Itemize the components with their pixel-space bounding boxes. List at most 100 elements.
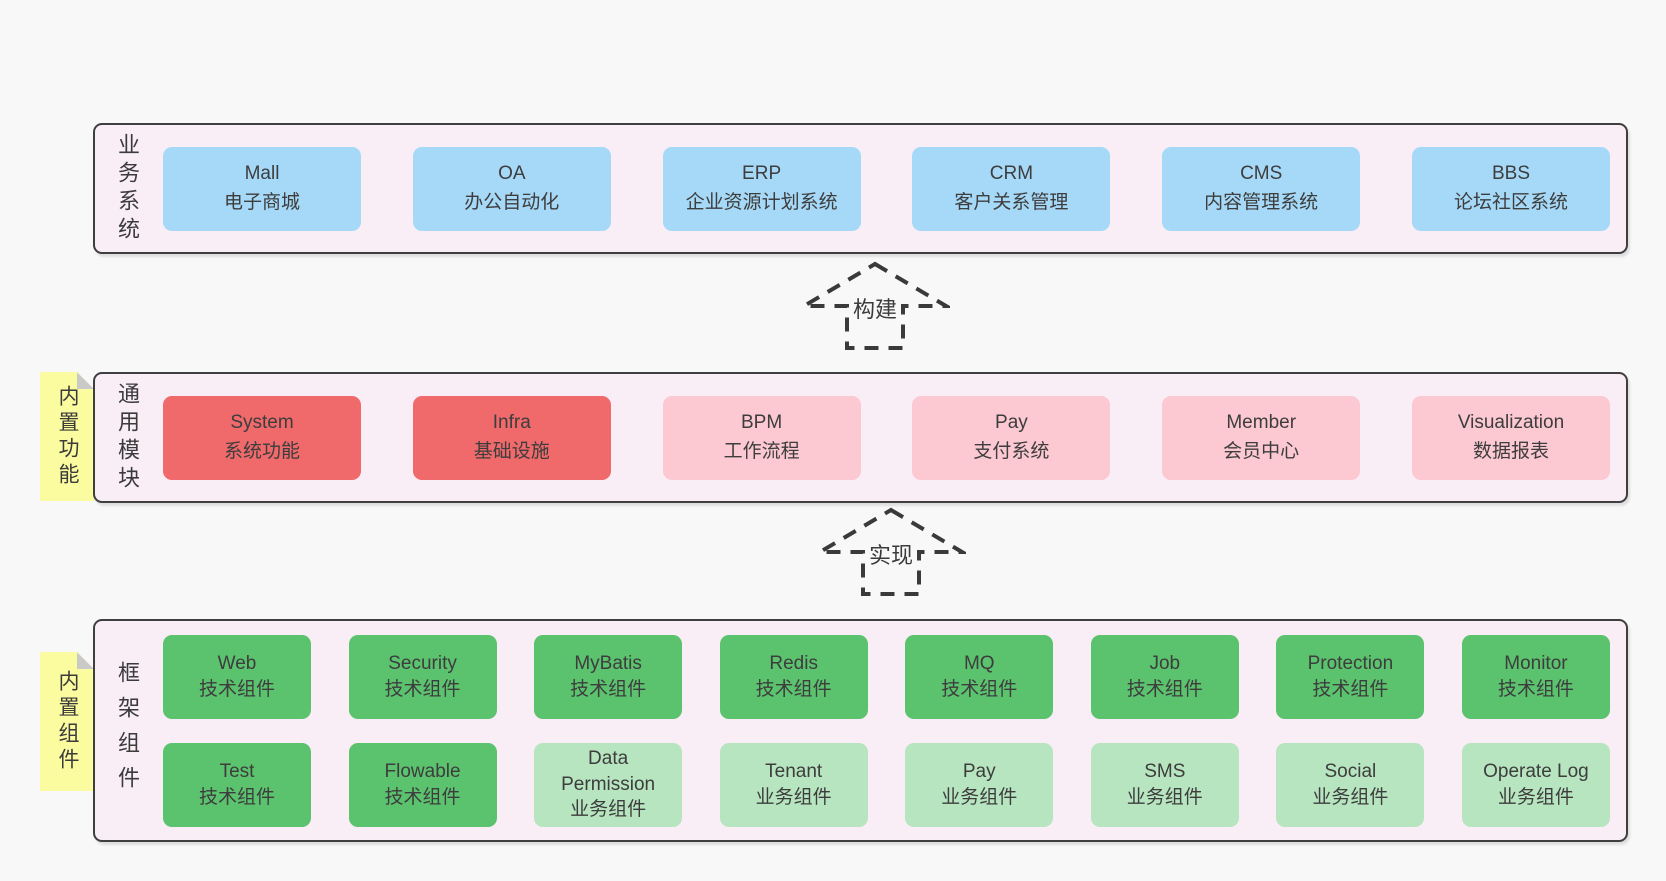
box-subtitle: 数据报表 — [1472, 440, 1549, 462]
arrow-implement: 实现 — [816, 505, 966, 597]
box-subtitle: 技术组件 — [198, 786, 275, 808]
box-title: Redis — [769, 652, 818, 674]
box-crm: CRM 客户关系管理 — [912, 146, 1111, 231]
box-cms: CMS 内容管理系统 — [1162, 146, 1361, 231]
box-subtitle: 技术组件 — [1497, 678, 1574, 700]
business-boxes-row: Mall 电子商城 OA 办公自动化 ERP 企业资源计划系统 CRM 客户关系… — [143, 146, 1626, 231]
arrow-implement-label: 实现 — [864, 538, 918, 570]
box-tenant: Tenant 业务组件 — [719, 742, 868, 827]
box-subtitle: 技术组件 — [755, 678, 832, 700]
arrow-build: 构建 — [800, 259, 950, 351]
box-mall: Mall 电子商城 — [163, 146, 361, 231]
box-title: BBS — [1491, 163, 1530, 184]
module-boxes-row: System 系统功能 Infra 基础设施 BPM 工作流程 Pay 支付系统… — [143, 395, 1626, 480]
box-subtitle: 业务组件 — [941, 786, 1018, 808]
box-subtitle: 业务组件 — [755, 786, 832, 808]
box-subtitle: 业务组件 — [570, 799, 647, 821]
box-title: Test — [219, 760, 255, 782]
box-subtitle: 企业资源计划系统 — [685, 191, 838, 213]
box-job: Job 技术组件 — [1090, 634, 1239, 719]
box-title: Visualization — [1457, 412, 1565, 433]
arrow-up-dashed-icon — [816, 507, 966, 596]
box-subtitle: 内容管理系统 — [1204, 191, 1319, 213]
box-title: Job — [1149, 652, 1181, 674]
box-subtitle: 技术组件 — [941, 678, 1018, 700]
sticky-note-built-in-components: 内置组件 — [40, 652, 94, 791]
box-subtitle: 技术组件 — [384, 786, 461, 808]
box-bbs: BBS 论坛社区系统 — [1411, 146, 1610, 231]
box-flowable: Flowable 技术组件 — [348, 742, 497, 827]
box-subtitle: 业务组件 — [1126, 786, 1203, 808]
box-web: Web 技术组件 — [163, 634, 311, 719]
box-title: Pay — [995, 412, 1028, 433]
box-subtitle: 会员中心 — [1223, 440, 1300, 462]
box-subtitle: 技术组件 — [198, 678, 275, 700]
panel-business-systems: 业务系统 Mall 电子商城 OA 办公自动化 ERP 企业资源计划系统 CRM… — [93, 123, 1628, 254]
box-subtitle: 系统功能 — [223, 440, 300, 462]
box-title: Member — [1226, 412, 1297, 433]
box-subtitle: 支付系统 — [973, 440, 1050, 462]
box-subtitle: 基础设施 — [473, 440, 550, 462]
box-title: Social — [1324, 760, 1377, 782]
sticky-note-built-in-features: 内置功能 — [40, 372, 94, 501]
box-title: CRM — [989, 163, 1034, 184]
box-mybatis: MyBatis 技术组件 — [534, 634, 683, 719]
box-subtitle: 技术组件 — [570, 678, 647, 700]
box-title: Mall — [244, 163, 280, 184]
box-title: OA — [498, 163, 526, 184]
box-title: Data Permission — [561, 748, 656, 795]
box-security: Security 技术组件 — [348, 634, 497, 719]
box-member: Member 会员中心 — [1162, 395, 1361, 480]
box-title: Flowable — [384, 760, 461, 782]
sticky-label: 内置组件 — [56, 669, 79, 774]
box-visualization: Visualization 数据报表 — [1411, 395, 1610, 480]
box-subtitle: 论坛社区系统 — [1453, 191, 1568, 213]
box-monitor: Monitor 技术组件 — [1461, 634, 1610, 719]
box-test: Test 技术组件 — [163, 742, 311, 827]
arrow-build-label: 构建 — [848, 292, 902, 324]
box-oa: OA 办公自动化 — [412, 146, 611, 231]
box-title: Monitor — [1504, 652, 1568, 674]
box-title: MQ — [963, 652, 995, 674]
framework-boxes-grid: Web 技术组件 Security 技术组件 MyBatis 技术组件 Redi… — [143, 634, 1626, 827]
box-title: Pay — [962, 760, 996, 782]
sticky-label: 内置功能 — [56, 384, 79, 489]
arrow-up-dashed-icon — [800, 261, 950, 350]
box-title: BPM — [741, 412, 783, 433]
panel-label-business-systems: 业务系统 — [115, 132, 140, 245]
panel-common-modules: 通用模块 System 系统功能 Infra 基础设施 BPM 工作流程 Pay… — [93, 372, 1628, 503]
box-title: SMS — [1144, 760, 1186, 782]
box-bpm: BPM 工作流程 — [662, 395, 861, 480]
box-subtitle: 技术组件 — [1312, 678, 1389, 700]
box-pay-module: Pay 支付系统 — [912, 395, 1111, 480]
box-title: MyBatis — [574, 652, 642, 674]
box-subtitle: 技术组件 — [1126, 678, 1203, 700]
box-sms: SMS 业务组件 — [1090, 742, 1239, 827]
box-title: Protection — [1307, 652, 1394, 674]
box-social: Social 业务组件 — [1276, 742, 1425, 827]
box-mq: MQ 技术组件 — [905, 634, 1054, 719]
box-title: Infra — [492, 412, 531, 433]
box-infra: Infra 基础设施 — [412, 395, 611, 480]
box-system: System 系统功能 — [163, 395, 361, 480]
panel-framework-components: 框架组件 Web 技术组件 Security 技术组件 MyBatis 技术组件… — [93, 619, 1628, 842]
panel-label-framework-components: 框架组件 — [115, 660, 140, 801]
box-title: Security — [388, 652, 457, 674]
box-data-permission: Data Permission 业务组件 — [534, 742, 683, 827]
box-erp: ERP 企业资源计划系统 — [662, 146, 861, 231]
box-subtitle: 客户关系管理 — [954, 191, 1069, 213]
sticky-fold-icon — [77, 652, 94, 669]
box-operate-log: Operate Log 业务组件 — [1461, 742, 1610, 827]
box-subtitle: 电子商城 — [223, 191, 300, 213]
box-title: Tenant — [765, 760, 823, 782]
framework-row-1: Web 技术组件 Security 技术组件 MyBatis 技术组件 Redi… — [163, 634, 1610, 719]
box-subtitle: 业务组件 — [1312, 786, 1389, 808]
box-pay-component: Pay 业务组件 — [905, 742, 1054, 827]
panel-label-common-modules: 通用模块 — [115, 381, 140, 494]
box-title: ERP — [742, 163, 782, 184]
box-subtitle: 工作流程 — [723, 440, 800, 462]
framework-row-2: Test 技术组件 Flowable 技术组件 Data Permission … — [163, 742, 1610, 827]
box-title: Web — [217, 652, 257, 674]
box-subtitle: 办公自动化 — [464, 191, 560, 213]
